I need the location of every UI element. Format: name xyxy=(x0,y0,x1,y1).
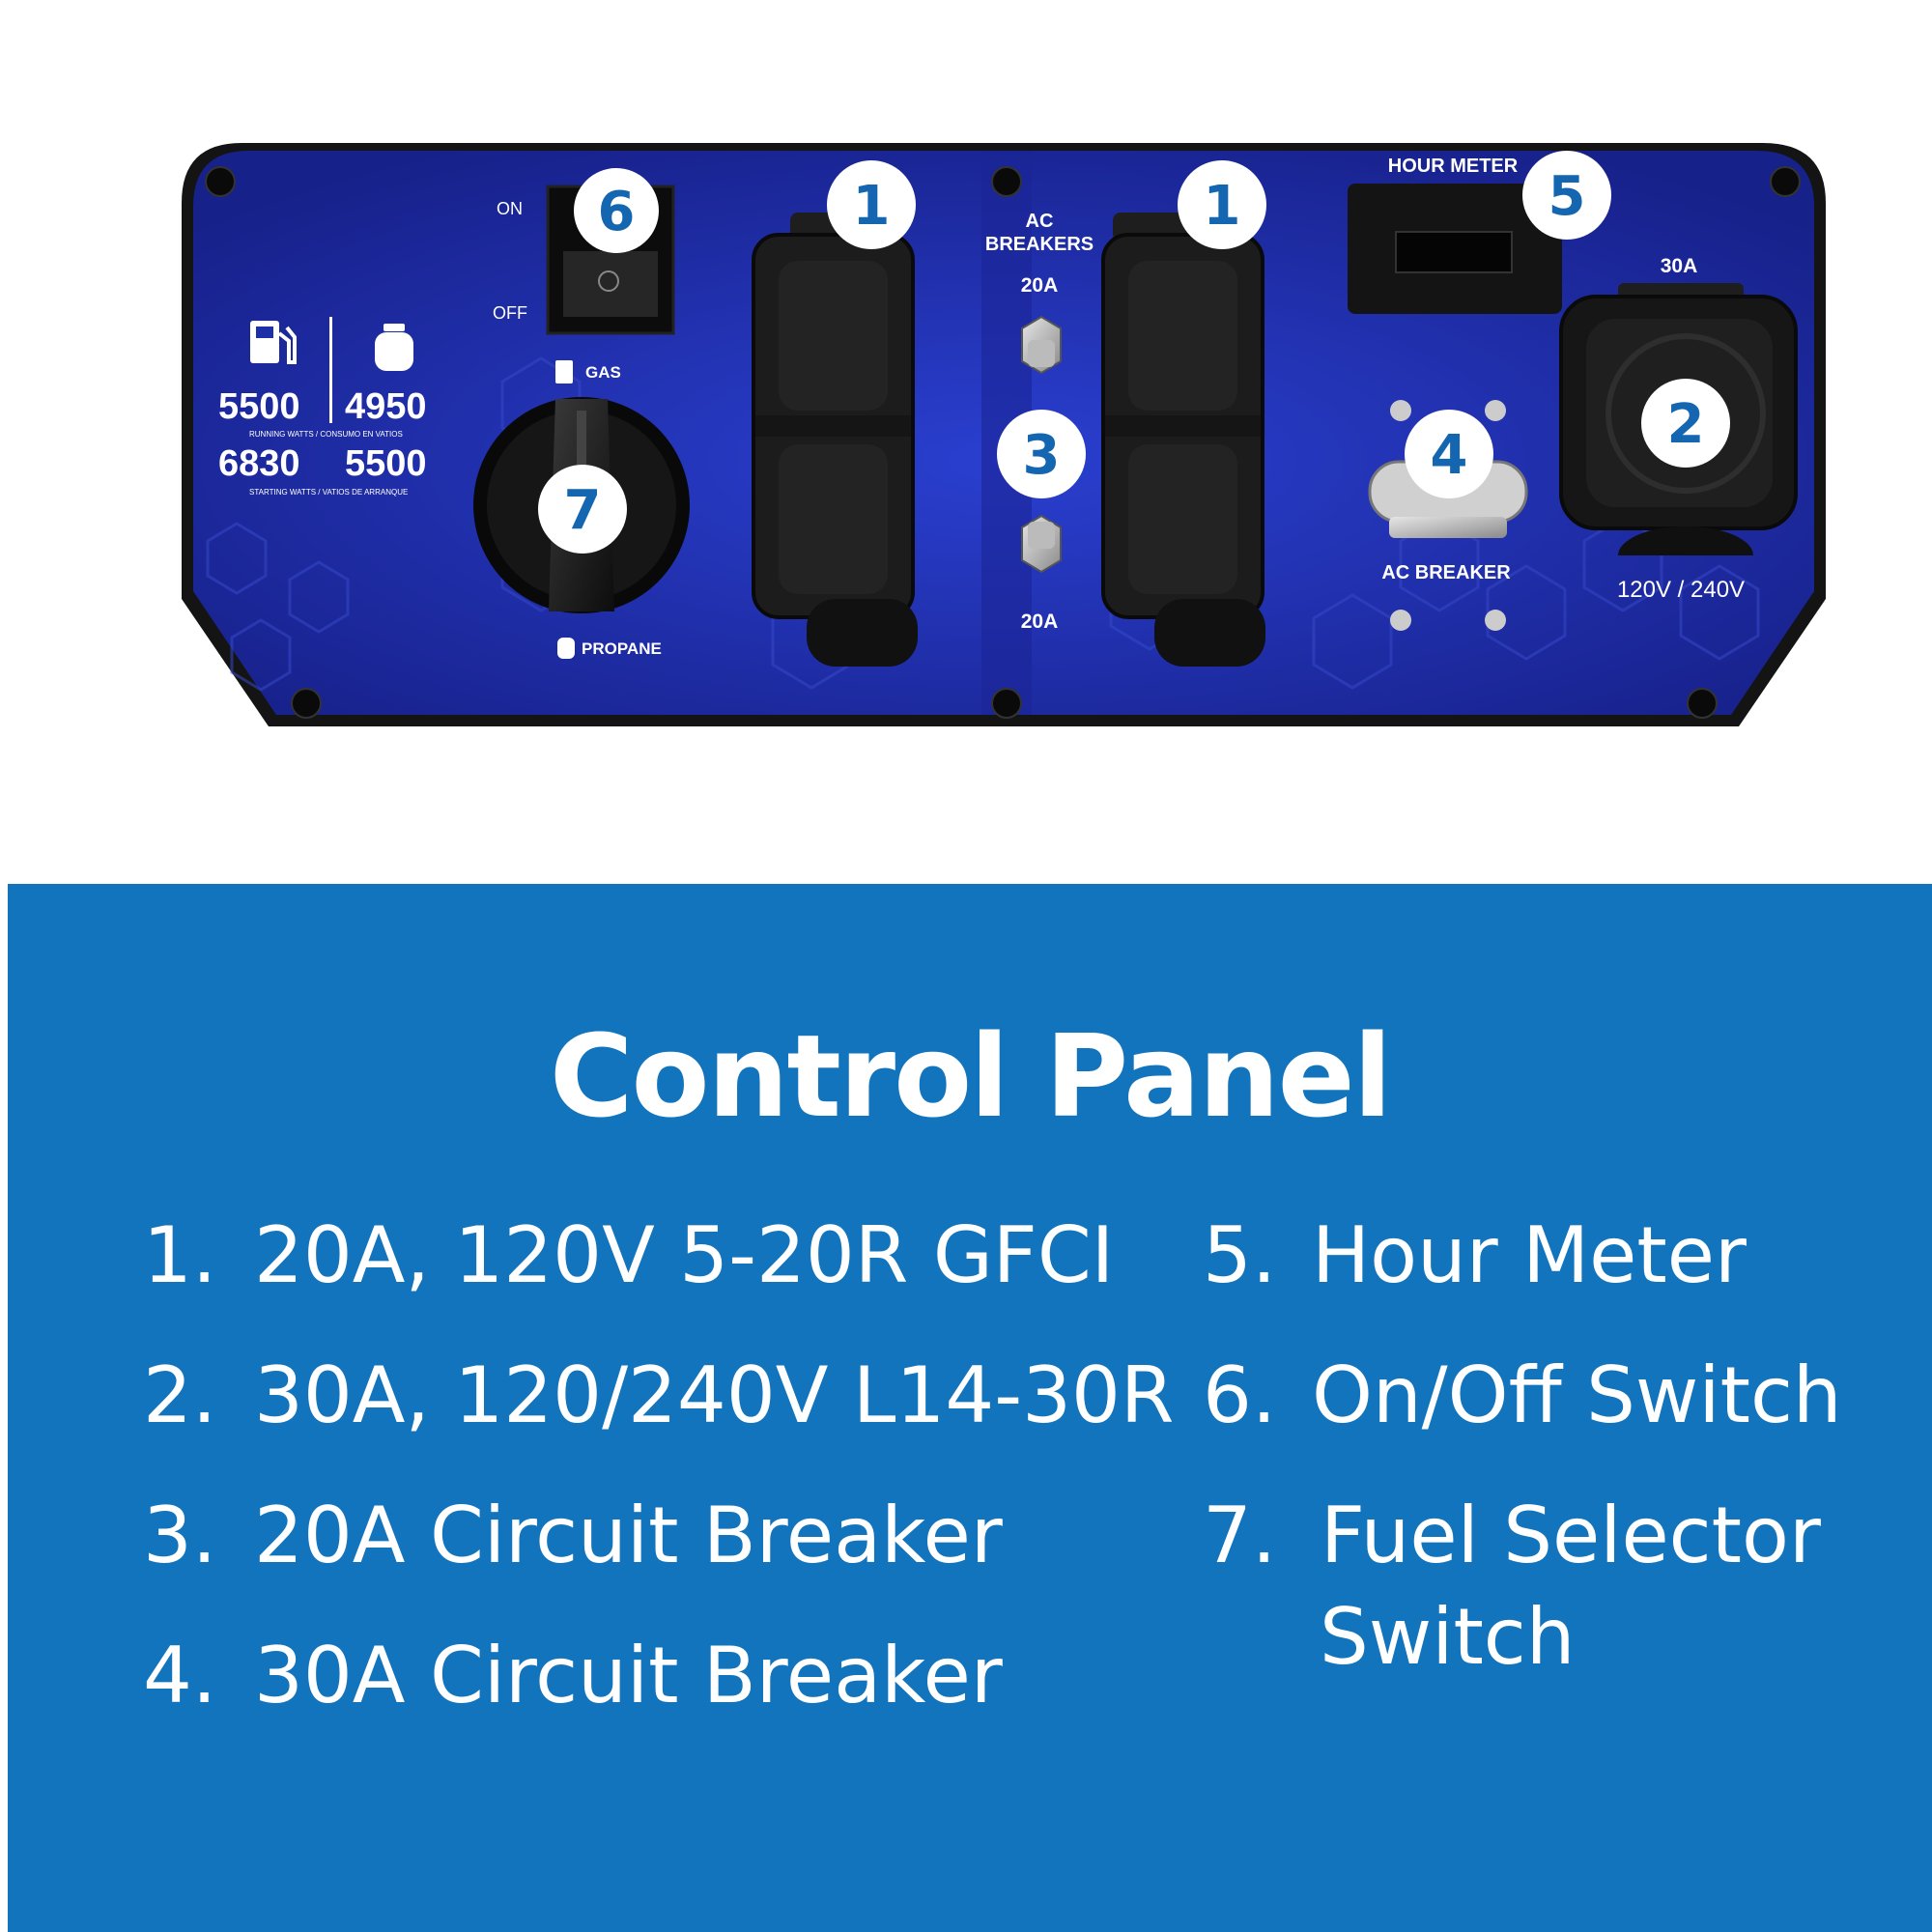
callout-4-circle xyxy=(1405,410,1493,498)
ac-breakers-label-line1: AC xyxy=(1026,211,1054,232)
callout-1-right-circle xyxy=(1178,160,1266,249)
on-label: ON xyxy=(497,199,523,218)
callout-7-circle xyxy=(538,465,627,554)
hour-meter-label: HOUR METER xyxy=(1388,156,1519,177)
legend-item-7-continuation: Switch xyxy=(1320,1592,1576,1682)
legend-item-text: 30A, 120/240V L14-30R xyxy=(254,1350,1175,1440)
propane-tank-icon xyxy=(375,324,413,371)
callout-6-circle xyxy=(574,168,659,253)
callout-3-circle xyxy=(997,410,1086,498)
breaker-20a-bottom xyxy=(1021,514,1062,574)
callout-2: 2 xyxy=(1667,393,1705,456)
gfci-outlet-right xyxy=(1101,213,1265,667)
callout-4: 4 xyxy=(1431,424,1468,487)
callout-7: 7 xyxy=(564,479,602,542)
callout-2-circle xyxy=(1641,379,1730,468)
legend-item-number: 3. xyxy=(143,1491,217,1580)
legend-item-text: 20A Circuit Breaker xyxy=(254,1491,1003,1580)
callout-3: 3 xyxy=(1023,424,1061,487)
hour-meter-display xyxy=(1348,184,1562,314)
legend-item-4: 4. 30A Circuit Breaker xyxy=(143,1623,1003,1729)
callout-5-circle xyxy=(1522,151,1611,240)
breaker-20a-top xyxy=(1021,315,1062,375)
breaker-top-rating: 20A xyxy=(1021,274,1059,297)
off-label: OFF xyxy=(493,303,527,323)
callout-1-left-circle xyxy=(827,160,916,249)
legend-item-text: On/Off Switch xyxy=(1312,1350,1842,1440)
propane-icon xyxy=(557,638,575,659)
legend-item-2: 2. 30A, 120/240V L14-30R xyxy=(143,1343,1175,1449)
legend-item-text: 30A Circuit Breaker xyxy=(254,1631,1003,1720)
gfci-outlet-left xyxy=(752,213,918,667)
legend-item-1: 1. 20A, 120V 5-20R GFCI xyxy=(143,1203,1114,1309)
legend-item-number: 5. xyxy=(1203,1210,1277,1300)
callout-6: 6 xyxy=(598,181,636,243)
propane-label: PROPANE xyxy=(582,639,662,658)
ac-breaker-label: AC BREAKER xyxy=(1381,562,1511,583)
legend-item-number: 1. xyxy=(143,1210,217,1300)
propane-running-watts: 4950 xyxy=(345,386,427,427)
legend-title: Control Panel xyxy=(549,1009,1392,1143)
callout-1-left: 1 xyxy=(853,175,891,238)
legend-item-text: Hour Meter xyxy=(1312,1210,1747,1300)
legend-item-text: Fuel Selector xyxy=(1321,1491,1821,1580)
legend-item-6: 6. On/Off Switch xyxy=(1203,1343,1842,1449)
gas-running-watts: 5500 xyxy=(218,386,300,427)
gas-icon xyxy=(555,360,573,384)
callout-1-right: 1 xyxy=(1204,175,1241,238)
legend-item-number: 6. xyxy=(1203,1350,1277,1440)
legend-item-5: 5. Hour Meter xyxy=(1203,1203,1747,1309)
legend-item-number: 7. xyxy=(1203,1491,1277,1580)
starting-watts-caption: STARTING WATTS / VATIOS DE ARRANQUE xyxy=(249,488,408,497)
product-image-area: ON OFF 5500 4950 RUNNING WATTS / CONSUMO… xyxy=(0,0,1932,884)
voltage-label: 120V / 240V xyxy=(1617,577,1745,603)
legend-item-7: 7. Fuel Selector xyxy=(1203,1483,1821,1589)
legend-item-number: 4. xyxy=(143,1631,217,1720)
propane-starting-watts: 5500 xyxy=(345,443,427,484)
rating-30a-label: 30A xyxy=(1661,255,1698,277)
gas-pump-icon xyxy=(250,321,297,364)
panel-screws xyxy=(205,166,1801,719)
legend-item-text: 20A, 120V 5-20R GFCI xyxy=(254,1210,1115,1300)
gas-starting-watts: 6830 xyxy=(218,443,300,484)
legend-panel: Control Panel 1. 20A, 120V 5-20R GFCI 2.… xyxy=(8,884,1932,1932)
gas-label: GAS xyxy=(585,363,621,382)
callout-5: 5 xyxy=(1548,165,1586,228)
watts-divider xyxy=(329,317,332,423)
running-watts-caption: RUNNING WATTS / CONSUMO EN VATIOS xyxy=(249,430,403,439)
control-panel-illustration: ON OFF 5500 4950 RUNNING WATTS / CONSUMO… xyxy=(182,143,1826,726)
legend-item-3: 3. 20A Circuit Breaker xyxy=(143,1483,1003,1589)
breaker-bottom-rating: 20A xyxy=(1021,611,1059,633)
ac-breakers-label-line2: BREAKERS xyxy=(985,234,1094,255)
legend-item-number: 2. xyxy=(143,1350,217,1440)
